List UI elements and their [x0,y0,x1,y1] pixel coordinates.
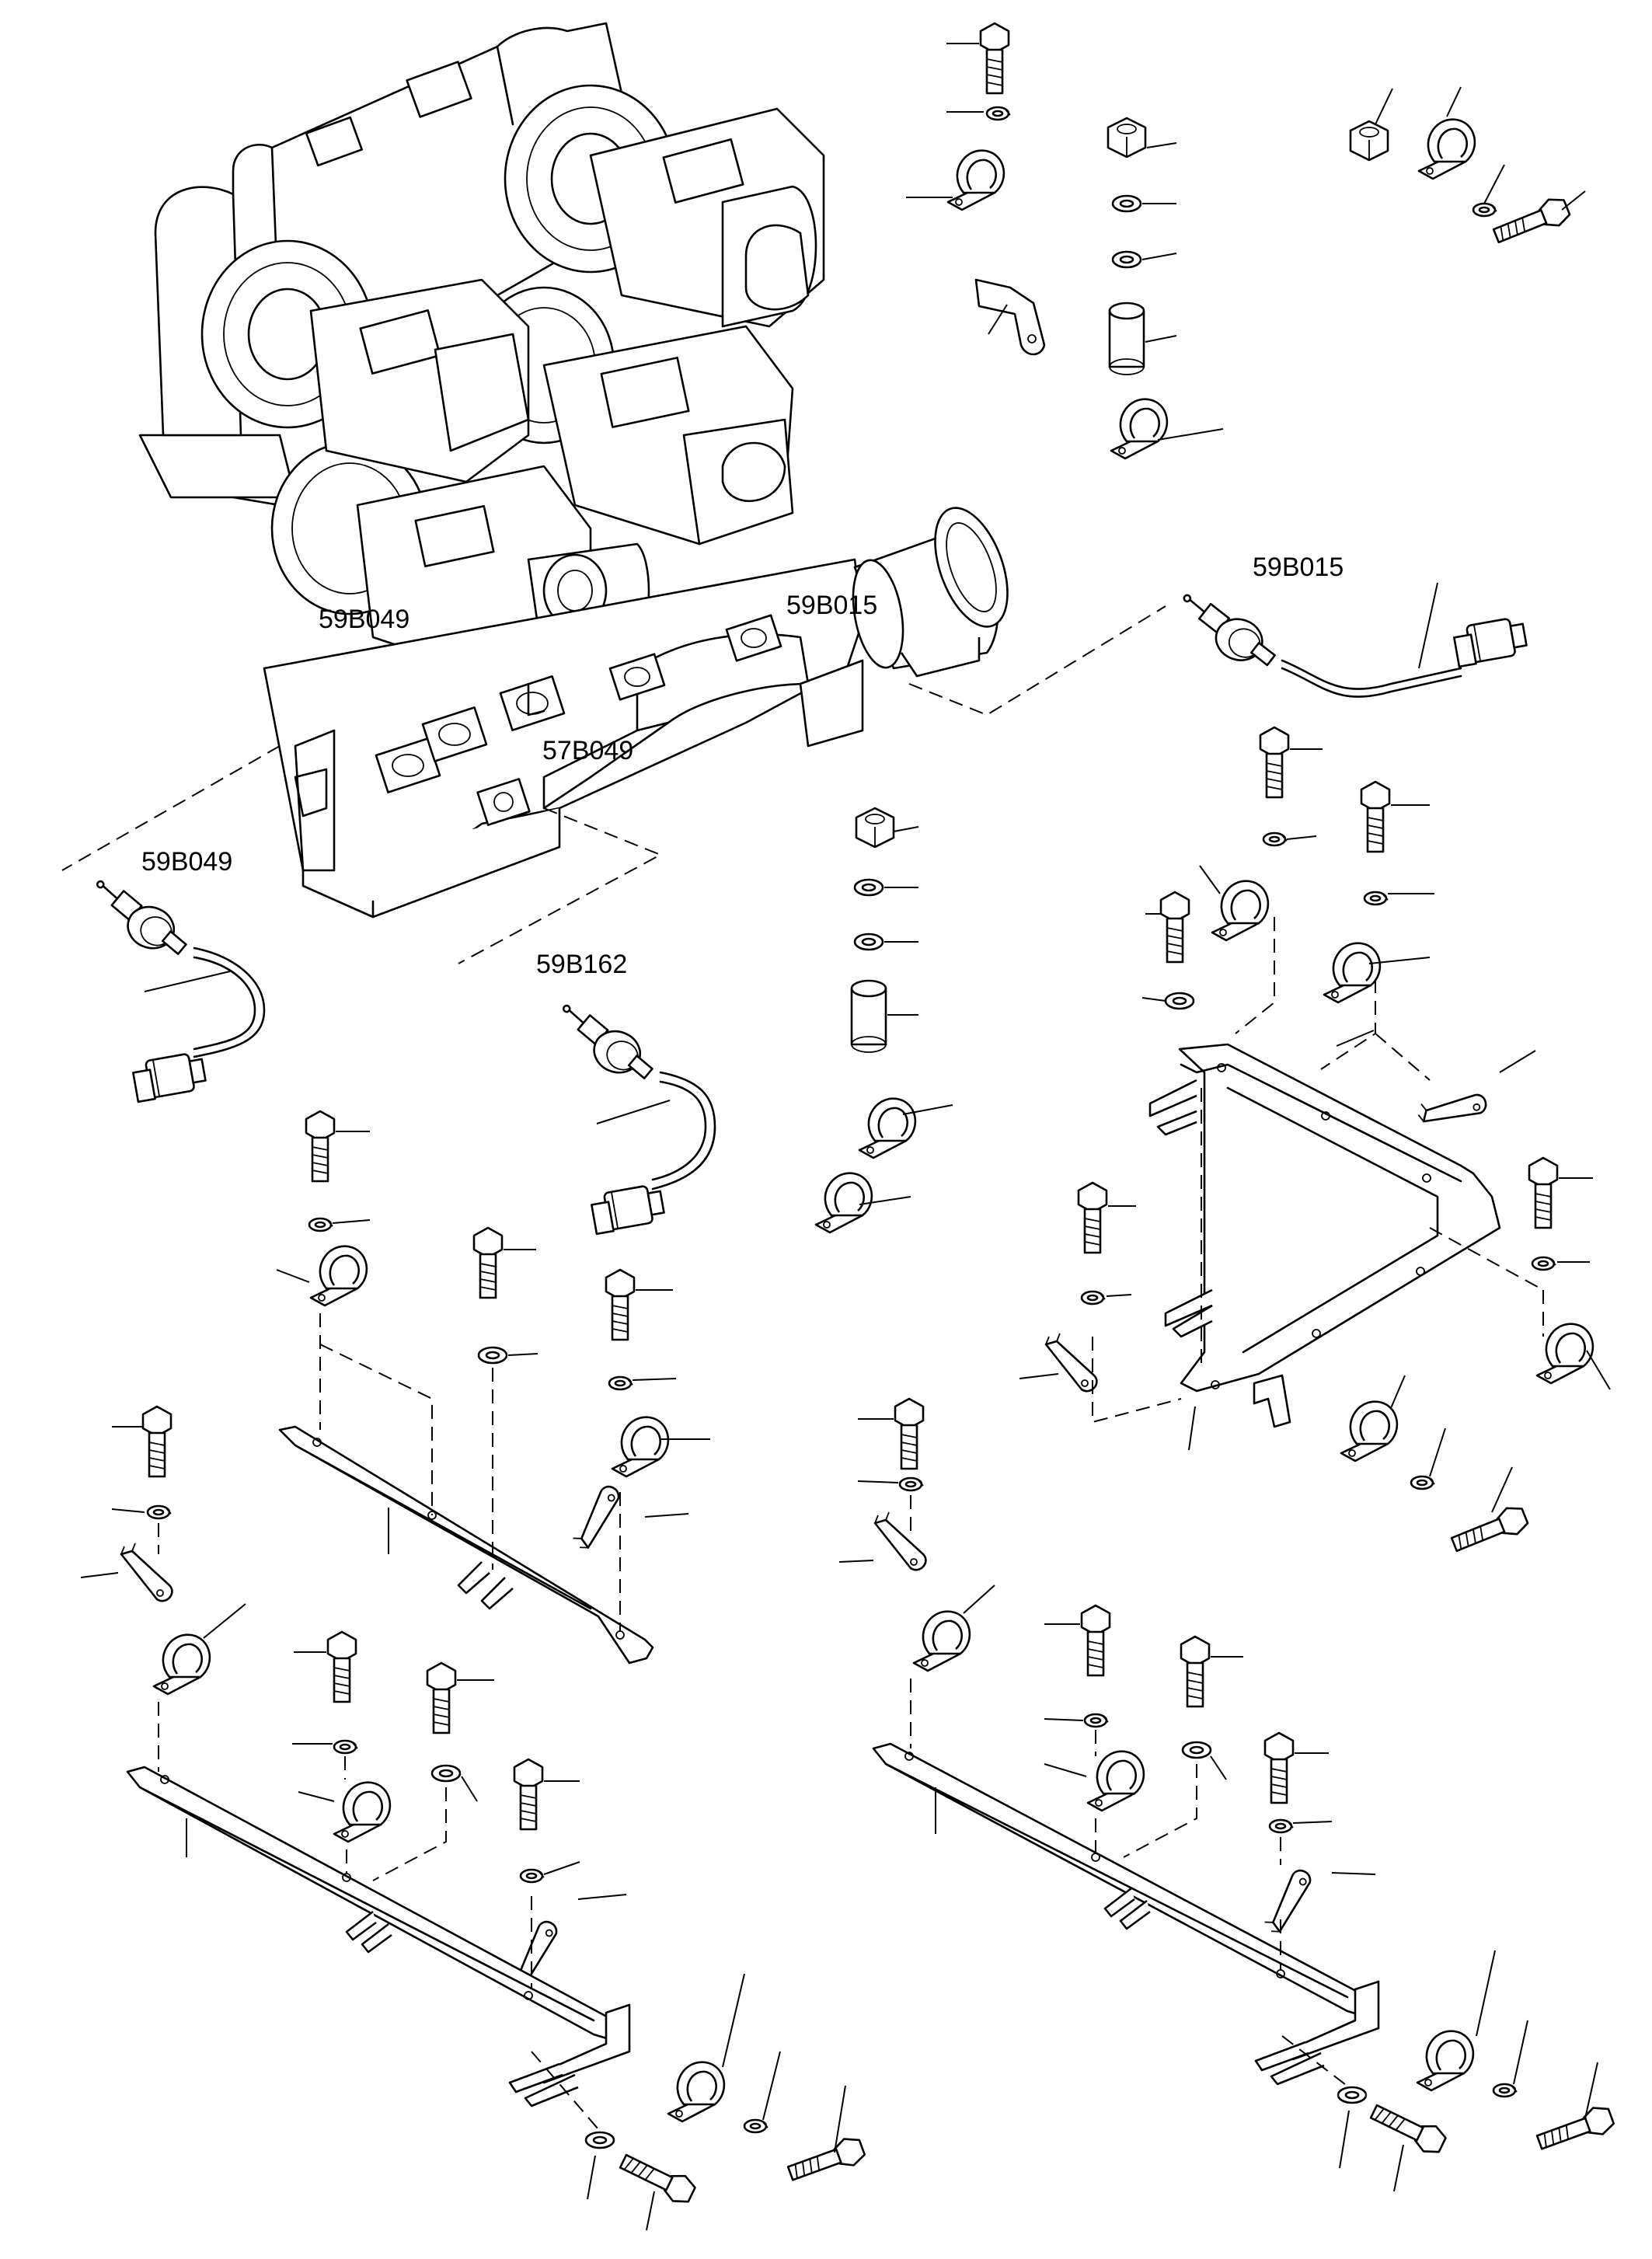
bracket-assembly-lower-left [80,1405,868,2231]
clamp-stack-top-center [906,22,1046,356]
dashed-alignment-right [1092,917,1544,1424]
label-sensor-center: 59B162 [536,950,627,979]
spacer-stack-center [814,807,953,1234]
dashed-alignment-lower-left [158,1523,599,2130]
clamp-stack-top-right [1349,86,1586,250]
pressure-sensor-center [548,1003,716,1236]
hydraulic-pump-center [542,325,794,546]
pressure-sensor-left [82,879,266,1103]
connection-lines [61,605,1166,964]
label-sensor-on-pipe: 59B015 [786,591,877,620]
dashed-alignment-lower-right [910,1495,1350,2088]
spacer-stack-top-center [1107,117,1224,460]
hydraulic-pump-upper [589,107,825,328]
label-sensor-top-right: 59B015 [1253,553,1344,582]
dashed-alignment-middle-left [319,1313,621,1632]
label-sensor-left: 59B049 [141,847,232,877]
pipe-elbow [852,507,1009,678]
pump-support-frame [263,558,864,919]
label-port-center: 57B049 [542,736,633,765]
pressure-sensor-top-right [1169,582,1529,698]
bracket-assembly-middle-left [276,1110,710,1665]
label-sensor-on-frame: 59B049 [319,605,410,634]
bracket-assembly-lower-right [838,1397,1617,2192]
bracket-assembly-right [1019,726,1611,1559]
pump-assembly [138,22,1009,919]
hydraulic-pump-left [309,278,530,483]
